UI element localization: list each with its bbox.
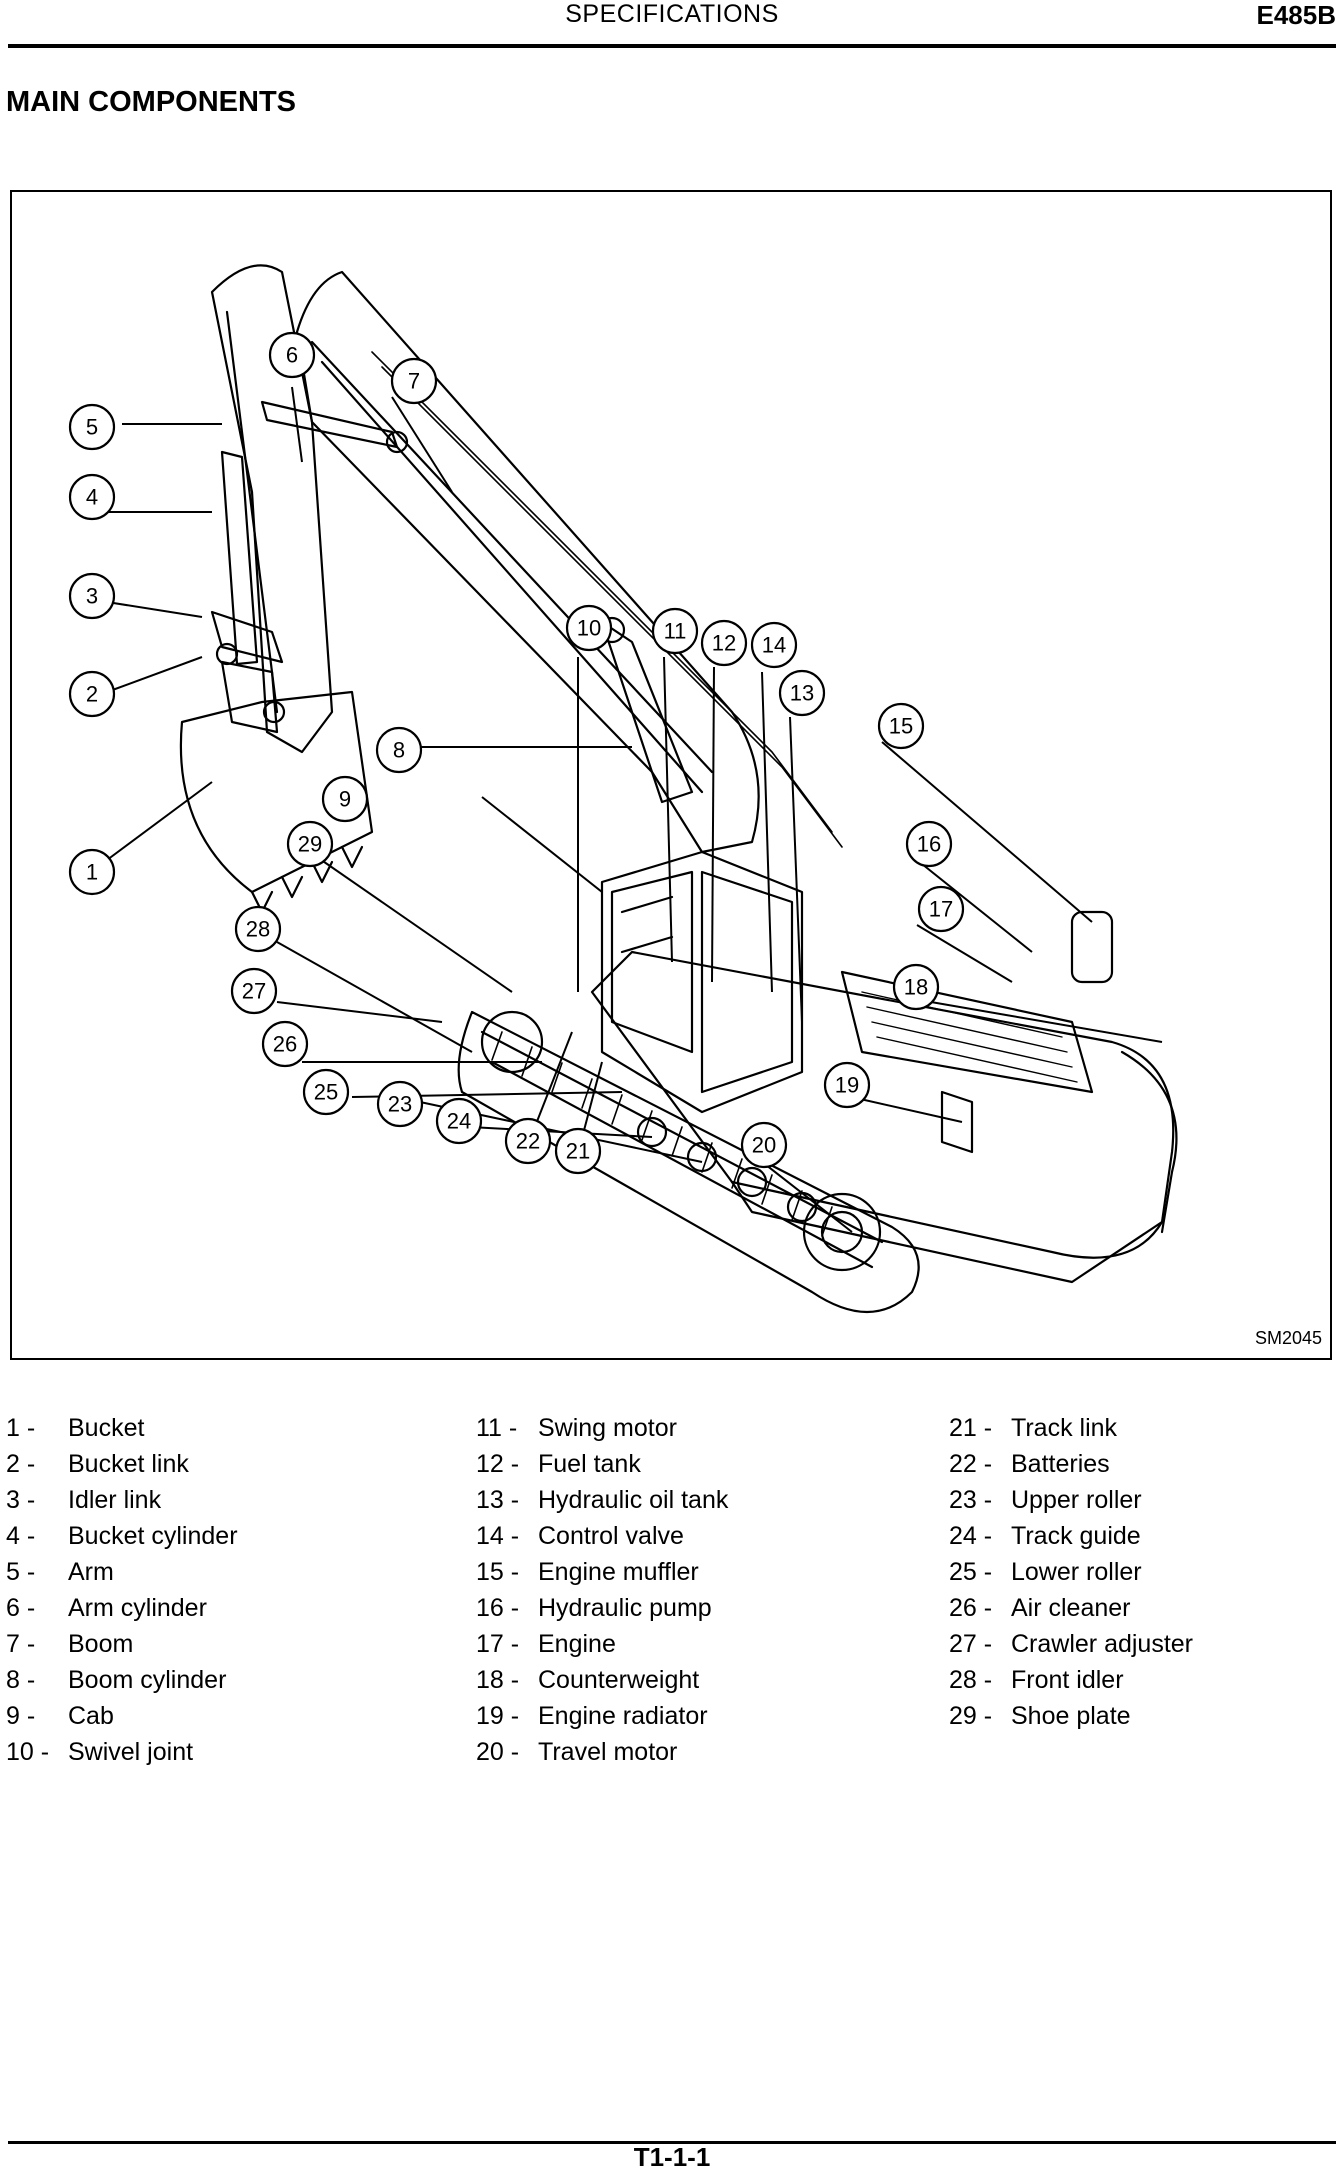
- callout-12: 12: [712, 631, 736, 656]
- callout-2: 2: [86, 682, 98, 707]
- legend-item: 11 -Swing motor: [476, 1414, 677, 1442]
- callout-16: 16: [917, 832, 941, 857]
- legend-item: 23 -Upper roller: [949, 1486, 1142, 1514]
- figure-code: SM2045: [1255, 1328, 1322, 1348]
- callout-18: 18: [904, 975, 928, 1000]
- callout-15: 15: [889, 714, 913, 739]
- callout-23: 23: [388, 1092, 412, 1117]
- sprocket-shape: [802, 1192, 882, 1272]
- callout-29: 29: [298, 832, 322, 857]
- callout-5: 5: [86, 415, 98, 440]
- legend-item: 8 -Boom cylinder: [6, 1666, 227, 1694]
- legend-item: 20 -Travel motor: [476, 1738, 678, 1766]
- legend-item: 15 -Engine muffler: [476, 1558, 699, 1586]
- callout-4: 4: [86, 485, 98, 510]
- header-title: SPECIFICATIONS: [565, 0, 779, 28]
- legend-item: 3 -Idler link: [6, 1486, 162, 1514]
- callout-13: 13: [790, 681, 814, 706]
- legend-item: 13 -Hydraulic oil tank: [476, 1486, 729, 1514]
- callout-10: 10: [577, 616, 601, 641]
- callout-9: 9: [339, 787, 351, 812]
- arm-shape: [210, 264, 334, 754]
- page-number: T1-1-1: [633, 2142, 711, 2172]
- legend-item: 14 -Control valve: [476, 1522, 684, 1550]
- legend-item: 22 -Batteries: [949, 1450, 1110, 1478]
- arm-cylinder-shape: [260, 400, 399, 449]
- callout-6: 6: [286, 343, 298, 368]
- footer-divider: [8, 2141, 1336, 2144]
- legend-item: 6 -Arm cylinder: [6, 1594, 207, 1622]
- legend-item: 27 -Crawler adjuster: [949, 1630, 1194, 1658]
- callout-21: 21: [566, 1139, 590, 1164]
- legend-item: 29 -Shoe plate: [949, 1702, 1131, 1730]
- legend-item: 7 -Boom: [6, 1630, 134, 1658]
- legend-item: 12 -Fuel tank: [476, 1450, 641, 1478]
- header-model: E485B: [1256, 0, 1337, 30]
- excavator-drawing: 1 2 3 4 5 6 7 8 9 10 11 12 13 14 15 16 1…: [68, 264, 1322, 1348]
- track-outline: [457, 1010, 920, 1313]
- legend-item: 28 -Front idler: [949, 1666, 1124, 1694]
- callout-25: 25: [314, 1080, 338, 1105]
- idler-shape: [480, 1010, 544, 1074]
- callout-26: 26: [273, 1032, 297, 1057]
- callout-20: 20: [752, 1133, 776, 1158]
- legend-item: 16 -Hydraulic pump: [476, 1594, 712, 1622]
- legend-item: 24 -Track guide: [949, 1522, 1141, 1550]
- bucket-link-shape: [220, 660, 279, 734]
- idler-link-shape: [210, 610, 284, 664]
- callout-27: 27: [242, 979, 266, 1004]
- callout-19: 19: [835, 1073, 859, 1098]
- callout-17: 17: [929, 897, 953, 922]
- callout-7: 7: [408, 369, 420, 394]
- legend-item: 1 -Bucket: [6, 1414, 145, 1442]
- legend-item: 19 -Engine radiator: [476, 1702, 708, 1730]
- callout-22: 22: [516, 1129, 540, 1154]
- callout-24: 24: [447, 1109, 471, 1134]
- callout-14: 14: [762, 633, 786, 658]
- excavator-figure: 1 2 3 4 5 6 7 8 9 10 11 12 13 14 15 16 1…: [10, 190, 1332, 1360]
- legend-item: 18 -Counterweight: [476, 1666, 700, 1694]
- legend-item: 5 -Arm: [6, 1558, 114, 1586]
- upper-structure: [590, 950, 1175, 1259]
- leader-lines: [106, 386, 1163, 1233]
- counterweight-shape: [1120, 1050, 1178, 1234]
- section-title: MAIN COMPONENTS: [6, 86, 296, 118]
- legend-item: 4 -Bucket cylinder: [6, 1522, 238, 1550]
- legend-item: 25 -Lower roller: [949, 1558, 1142, 1586]
- legend-item: 17 -Engine: [476, 1630, 616, 1658]
- legend-item: 21 -Track link: [949, 1414, 1118, 1442]
- legend-item: 9 -Cab: [6, 1702, 114, 1730]
- callout-8: 8: [393, 738, 405, 763]
- callout-28: 28: [246, 917, 270, 942]
- boom-shape: [295, 270, 760, 854]
- bucket-cylinder-shape: [220, 450, 259, 666]
- callout-11: 11: [664, 619, 687, 644]
- legend-item: 2 -Bucket link: [6, 1450, 189, 1478]
- legend-item: 10 -Swivel joint: [6, 1738, 194, 1766]
- callout-3: 3: [86, 584, 98, 609]
- callout-1: 1: [86, 860, 98, 885]
- header-divider: [8, 44, 1336, 48]
- legend-item: 26 -Air cleaner: [949, 1594, 1131, 1622]
